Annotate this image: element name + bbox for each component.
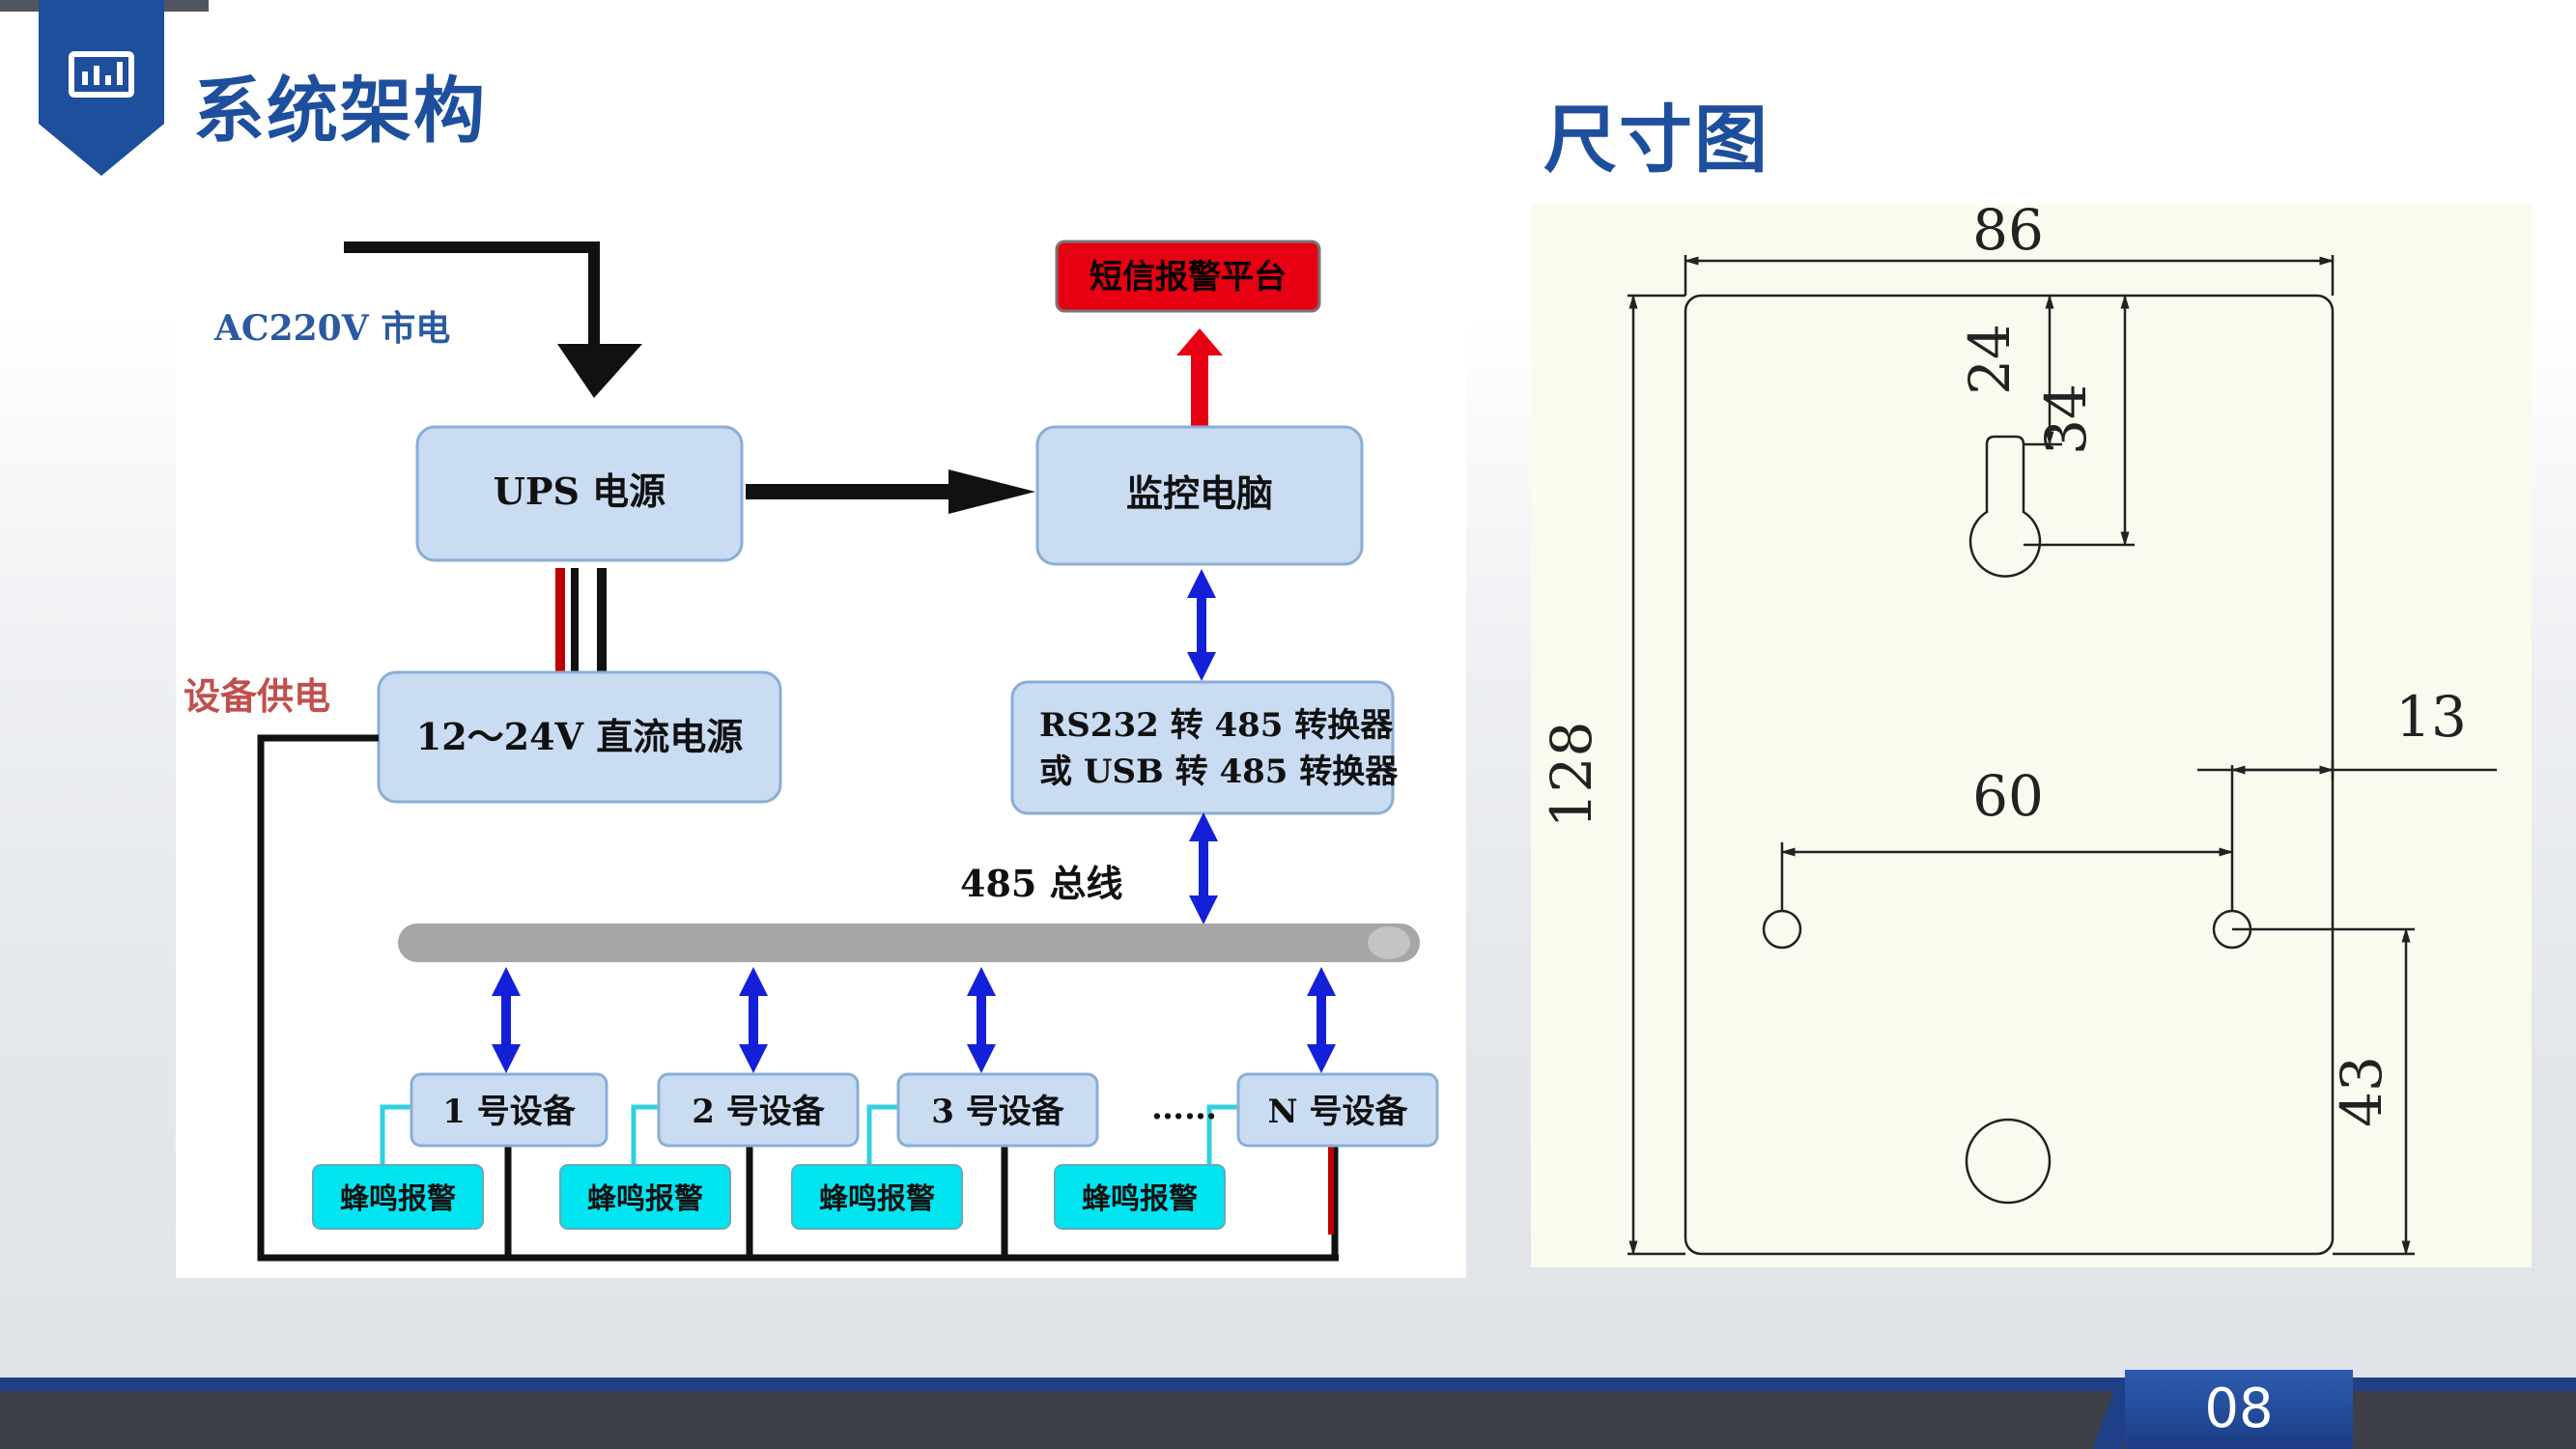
sms-arrow-shaft xyxy=(1191,354,1208,442)
section-title-dimensions: 尺寸图 xyxy=(1543,97,1769,183)
device-N-box xyxy=(1236,1072,1439,1148)
buzzerN-connector xyxy=(1206,1104,1238,1165)
buzzer-N-label: 蜂鸣报警 xyxy=(1082,1182,1198,1216)
buzzer-3-box xyxy=(791,1164,963,1230)
power-distribution-wire xyxy=(257,734,1339,1262)
mount-hole-left xyxy=(1762,909,1802,950)
mains-input-arrow xyxy=(344,242,600,344)
dim-hole-height-label: 43 xyxy=(2329,1056,2394,1127)
mains-label: AC220V 市电 xyxy=(213,308,450,349)
page-number: 08 xyxy=(2125,1370,2353,1449)
converter-label-line1: RS232 转 485 转换器 xyxy=(1039,706,1394,745)
converter-label-line2: 或 USB 转 485 转换器 xyxy=(1039,753,1399,791)
device-1-label: 1 号设备 xyxy=(442,1093,576,1131)
buzzer-2-box xyxy=(559,1164,731,1230)
chart-board-icon xyxy=(69,51,134,98)
buzzer-2-label: 蜂鸣报警 xyxy=(587,1182,703,1216)
dimension-svg: 86 128 24 34 60 13 43 xyxy=(1539,197,2497,1256)
buzzer2-connector xyxy=(631,1104,663,1165)
dim-width-label: 86 xyxy=(1972,205,2044,263)
device-ellipsis: …… xyxy=(1151,1089,1217,1127)
device-2-label: 2 号设备 xyxy=(692,1093,825,1131)
footer-accent-bar xyxy=(0,1378,2576,1391)
dim-hole-spacing-label: 60 xyxy=(1972,763,2044,829)
sms-platform-label: 短信报警平台 xyxy=(1090,258,1287,297)
mains-arrow-head xyxy=(557,344,642,398)
device-1-box xyxy=(410,1072,609,1148)
bus-end-cap xyxy=(1368,926,1410,959)
buzzer1-connector xyxy=(380,1104,411,1165)
power-wire-red xyxy=(555,568,565,674)
buzzer-3-label: 蜂鸣报警 xyxy=(819,1182,935,1216)
dim-edge-offset-label: 13 xyxy=(2395,684,2467,750)
ups-label: UPS 电源 xyxy=(494,469,665,513)
device-power-label: 设备供电 xyxy=(184,674,330,718)
bus-label: 485 总线 xyxy=(960,862,1123,905)
monitor-pc-label: 监控电脑 xyxy=(1126,471,1273,515)
rs485-bus xyxy=(398,923,1420,962)
ups-to-pc-arrow-head xyxy=(948,469,1035,514)
converter-box xyxy=(1010,680,1395,815)
device-2-box xyxy=(657,1072,860,1148)
section-title-architecture: 系统架构 xyxy=(193,70,487,153)
sms-arrow-head xyxy=(1176,328,1223,355)
device-3-box xyxy=(896,1072,1099,1148)
dc-supply-label: 12～24V 直流电源 xyxy=(416,715,743,758)
buzzer3-connector xyxy=(866,1104,900,1165)
buzzer-1-box xyxy=(312,1164,484,1230)
architecture-diagram: AC220V 市电 短信报警平台 UPS 电源 监控电脑 设备供电 12～24V… xyxy=(176,209,1466,1278)
monitor-pc-box xyxy=(1035,425,1364,566)
sms-platform-box xyxy=(1055,240,1321,313)
architecture-svg: AC220V 市电 短信报警平台 UPS 电源 监控电脑 设备供电 12～24V… xyxy=(184,240,1439,1262)
dimension-drawing: 86 128 24 34 60 13 43 xyxy=(1531,197,2532,1267)
device-3-label: 3 号设备 xyxy=(931,1093,1064,1131)
power-wire-black xyxy=(597,568,607,674)
buzzer-N-box xyxy=(1054,1164,1226,1230)
ups-to-pc-arrow xyxy=(746,484,948,499)
keyhole-slot xyxy=(1968,435,2042,578)
header-badge xyxy=(39,0,164,176)
device-N-label: N 号设备 xyxy=(1268,1093,1409,1131)
buzzer-1-label: 蜂鸣报警 xyxy=(340,1182,456,1216)
power-wire-black-2 xyxy=(571,568,579,674)
dim-height-label: 128 xyxy=(1539,722,1604,829)
dim-slot-bottom-label: 34 xyxy=(2033,384,2099,455)
cable-hole xyxy=(1965,1118,2052,1205)
ups-box xyxy=(415,425,744,562)
dim-slot-top-label: 24 xyxy=(1957,324,2023,395)
